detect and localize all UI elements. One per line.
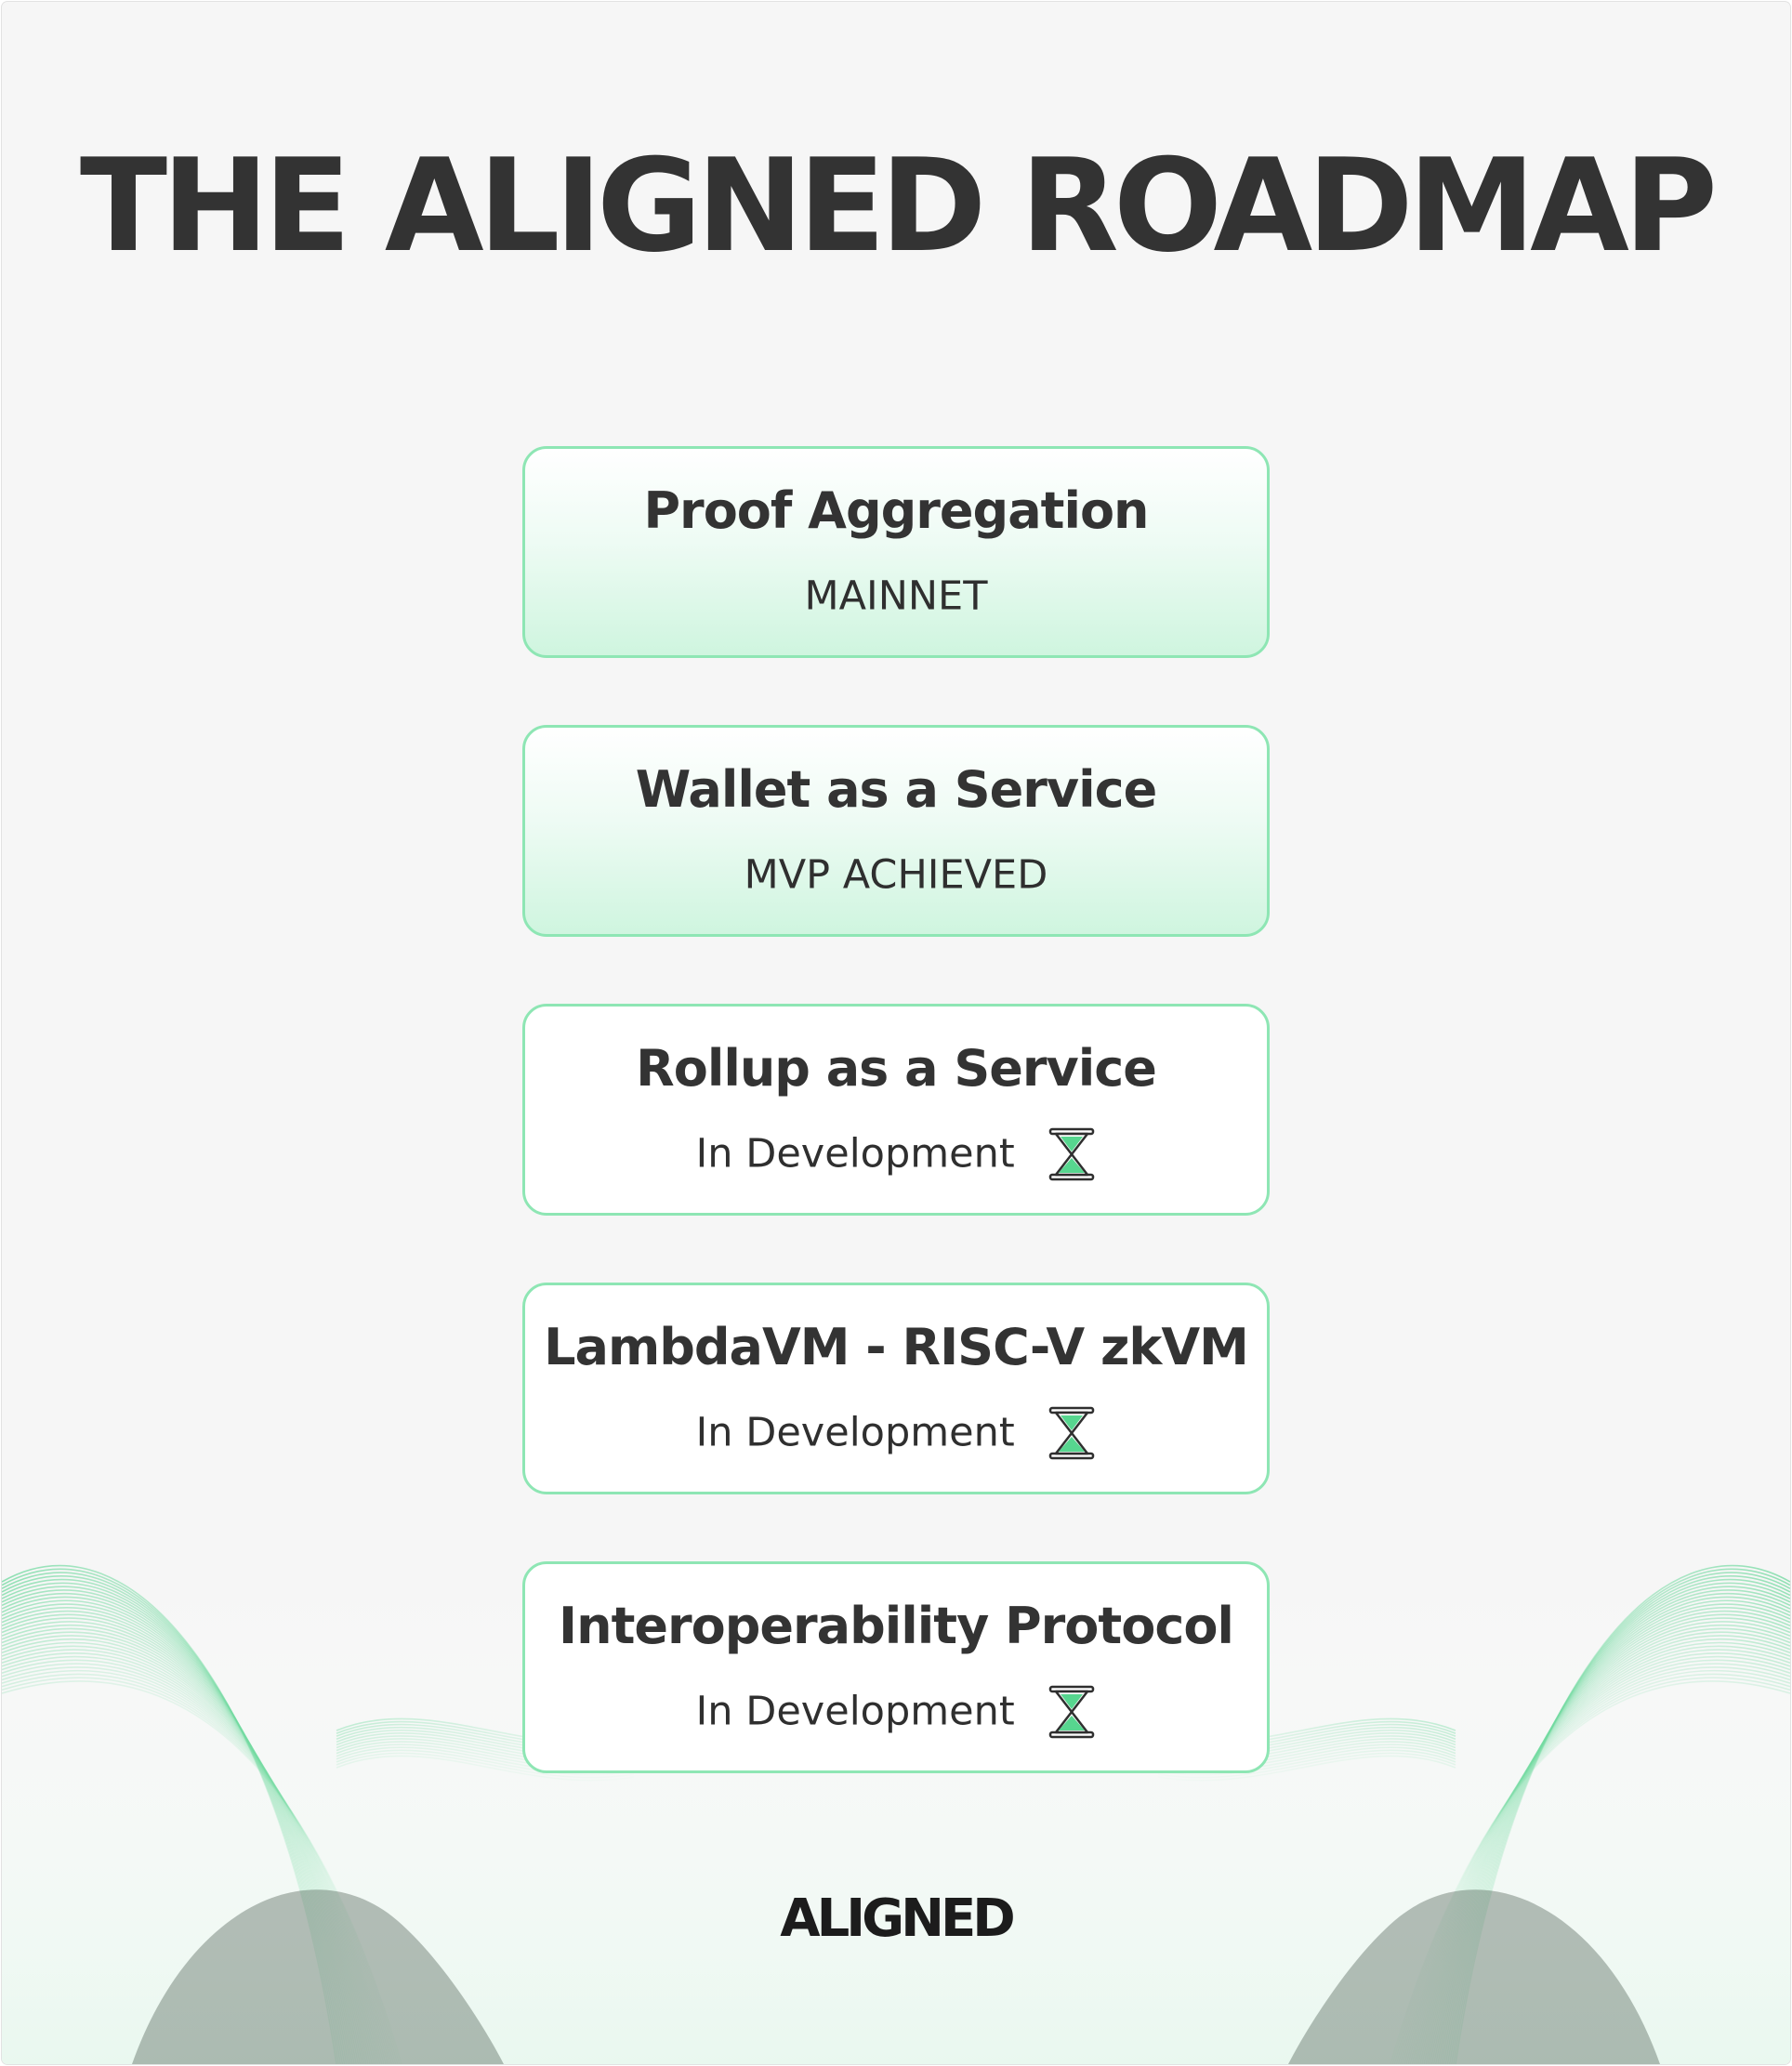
status-label: MAINNET <box>804 572 988 620</box>
roadmap-card-lambdavm: LambdaVM - RISC-V zkVM In Development <box>522 1283 1270 1494</box>
status-label: In Development <box>695 1688 1015 1735</box>
roadmap-card-rollup-as-a-service: Rollup as a Service In Development <box>522 1004 1270 1216</box>
card-title: Wallet as a Service <box>635 760 1157 819</box>
status-label: MVP ACHIEVED <box>744 851 1048 899</box>
roadmap-card-wallet-as-a-service: Wallet as a Service MVP ACHIEVED <box>522 725 1270 937</box>
card-status: In Development <box>525 1125 1267 1181</box>
card-status: MVP ACHIEVED <box>525 847 1267 901</box>
card-title: Interoperability Protocol <box>559 1597 1234 1655</box>
card-title: Rollup as a Service <box>636 1039 1157 1098</box>
status-label: In Development <box>695 1130 1015 1178</box>
hourglass-icon <box>1049 1406 1095 1459</box>
roadmap-card-interoperability-protocol: Interoperability Protocol In Development <box>522 1561 1270 1773</box>
card-status: In Development <box>525 1683 1267 1739</box>
card-title: Proof Aggregation <box>643 481 1149 540</box>
status-label: In Development <box>695 1409 1015 1456</box>
roadmap-card-proof-aggregation: Proof Aggregation MAINNET <box>522 446 1270 658</box>
card-status: In Development <box>525 1404 1267 1460</box>
card-title: LambdaVM - RISC-V zkVM <box>544 1318 1249 1376</box>
hourglass-icon <box>1049 1685 1095 1738</box>
roadmap-list: Proof Aggregation MAINNET Wallet as a Se… <box>522 446 1270 1840</box>
hourglass-icon <box>1049 1127 1095 1180</box>
page-title: THE ALIGNED ROADMAP <box>79 131 1718 281</box>
card-status: MAINNET <box>525 568 1267 623</box>
aligned-logo: ALIGNED <box>780 1888 1015 1949</box>
